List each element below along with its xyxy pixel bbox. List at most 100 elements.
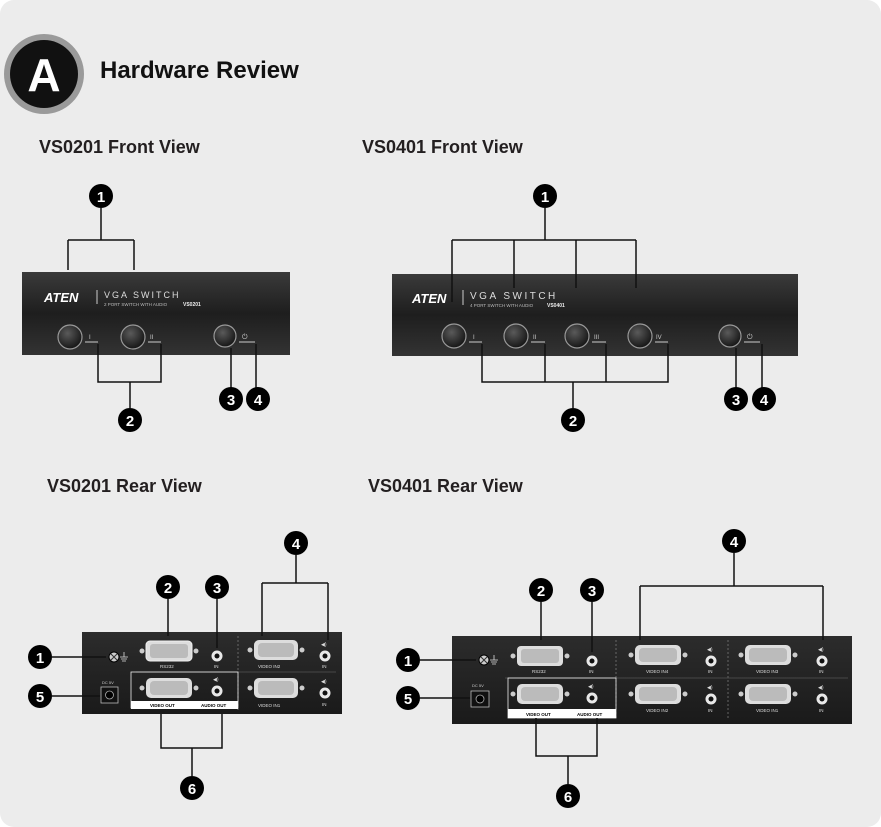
device-body (82, 632, 342, 714)
callout-1: 1 (396, 648, 420, 672)
ground-screw-icon (478, 654, 498, 666)
svg-text:◀): ◀) (213, 677, 219, 683)
in-label: IN (214, 664, 219, 669)
audio-in4-jack[interactable]: ◀) (705, 647, 717, 667)
port-mark-1: I (89, 335, 91, 341)
in-label-3: IN (819, 669, 824, 674)
svg-text:3: 3 (732, 392, 740, 409)
vs0401-front-view: 1 ATEN VGA SWITCH 4 PORT SWITCH WITH AUD… (392, 184, 798, 432)
video-in2-label: VIDEO IN2 (646, 708, 669, 713)
svg-text:2: 2 (126, 413, 134, 430)
vs0201-front-title: VS0201 Front View (39, 137, 201, 157)
svg-text:1: 1 (541, 189, 549, 206)
video-in1-label: VIDEO IN1 (756, 708, 779, 713)
callout-2: 2 (118, 408, 142, 432)
port-button-1[interactable]: I (57, 324, 98, 350)
port-button-2[interactable]: II (120, 324, 161, 350)
svg-text:◀): ◀) (707, 647, 713, 653)
svg-text:4: 4 (730, 534, 739, 551)
video-in4-port[interactable] (628, 645, 688, 665)
audio-out-jack[interactable]: ◀) (586, 684, 598, 704)
bracket-line (451, 208, 637, 302)
svg-text:5: 5 (36, 689, 44, 706)
vs0401-front-title: VS0401 Front View (362, 137, 524, 157)
svg-text:◀): ◀) (588, 684, 594, 690)
audio-out-jack[interactable]: ◀) (211, 677, 223, 697)
callout-3: 3 (205, 575, 229, 599)
port-button-3[interactable]: III (564, 323, 606, 349)
callout-1: 1 (28, 645, 52, 669)
video-in2-port[interactable] (628, 684, 688, 704)
port-button-2[interactable]: II (503, 323, 545, 349)
bracket-line (97, 344, 162, 408)
port-mark-2: II (533, 335, 537, 341)
ir-jack[interactable] (211, 650, 223, 662)
svg-text:◀): ◀) (707, 685, 713, 691)
audio-in1-jack[interactable]: ◀) (319, 679, 331, 699)
vs0201-front-view: 1 ATEN VGA SWITCH 2 PORT SWITCH WITH AUD… (22, 184, 290, 432)
aten-logo: ATEN (43, 290, 79, 305)
callout-4: 4 (722, 529, 746, 553)
vs0201-rear-title: VS0201 Rear View (47, 476, 203, 496)
ir-jack[interactable] (586, 655, 598, 667)
video-in1-port[interactable] (247, 678, 305, 698)
bracket-line (160, 714, 223, 776)
audio-in2-jack[interactable]: ◀) (319, 642, 331, 662)
video-out-label: VIDEO OUT (150, 703, 175, 708)
callout-3: 3 (724, 387, 748, 411)
in-label-1: IN (819, 708, 824, 713)
audio-out-label: AUDIO OUT (201, 703, 227, 708)
audio-in2-jack[interactable]: ◀) (705, 685, 717, 705)
svg-text:DC 5V: DC 5V (472, 683, 484, 688)
model-line2: 2 PORT SWITCH WITH AUDIO (104, 302, 168, 307)
port-mark-2: II (150, 335, 154, 341)
svg-text:2: 2 (569, 413, 577, 430)
port-mark-4: IV (656, 335, 662, 341)
power-button[interactable]: ⏻ (213, 324, 255, 348)
svg-text:6: 6 (188, 781, 196, 798)
svg-text:◀): ◀) (818, 647, 824, 653)
in-label: IN (589, 669, 594, 674)
rs232-port[interactable] (139, 640, 199, 662)
video-in2-port[interactable] (247, 640, 305, 660)
svg-text:1: 1 (404, 653, 412, 670)
svg-text:◀): ◀) (818, 685, 824, 691)
port-button-4[interactable]: IV (627, 323, 668, 349)
audio-in3-jack[interactable]: ◀) (816, 647, 828, 667)
callout-6: 6 (180, 776, 204, 800)
audio-out-label: AUDIO OUT (577, 712, 603, 717)
in-label-2: IN (708, 708, 713, 713)
svg-text:2: 2 (164, 580, 172, 597)
callout-2: 2 (529, 578, 553, 602)
vs0401-rear-view: 2 3 4 1 5 DC 5V (396, 529, 852, 808)
power-jack[interactable]: DC 5V (470, 683, 490, 708)
video-in4-label: VIDEO IN4 (646, 669, 669, 674)
power-jack[interactable]: DC 5V (100, 680, 119, 704)
video-out-port[interactable] (139, 678, 199, 698)
svg-text:3: 3 (588, 583, 596, 600)
svg-text:2: 2 (537, 583, 545, 600)
leader-line (230, 344, 257, 388)
svg-text:3: 3 (213, 580, 221, 597)
video-in3-port[interactable] (738, 645, 798, 665)
audio-in1-jack[interactable]: ◀) (816, 685, 828, 705)
video-in1-port[interactable] (738, 684, 798, 704)
rs232-port[interactable] (510, 646, 570, 666)
port-mark-1: I (473, 335, 475, 341)
bracket-line (481, 344, 669, 408)
leader-line (735, 344, 763, 388)
rs232-label: RS232 (532, 669, 546, 674)
port-button-1[interactable]: I (441, 323, 482, 349)
model-line1: VGA SWITCH (470, 291, 558, 302)
vs0201-rear-view: 2 3 4 1 5 (28, 531, 342, 800)
svg-text:3: 3 (227, 392, 235, 409)
model-code: VS0201 (183, 302, 201, 308)
bracket-line (67, 208, 135, 270)
video-out-port[interactable] (510, 684, 570, 704)
power-button[interactable]: ⏻ (718, 324, 760, 348)
section-badge: A (4, 34, 84, 114)
video-out-label: VIDEO OUT (526, 712, 551, 717)
svg-text:4: 4 (760, 392, 769, 409)
